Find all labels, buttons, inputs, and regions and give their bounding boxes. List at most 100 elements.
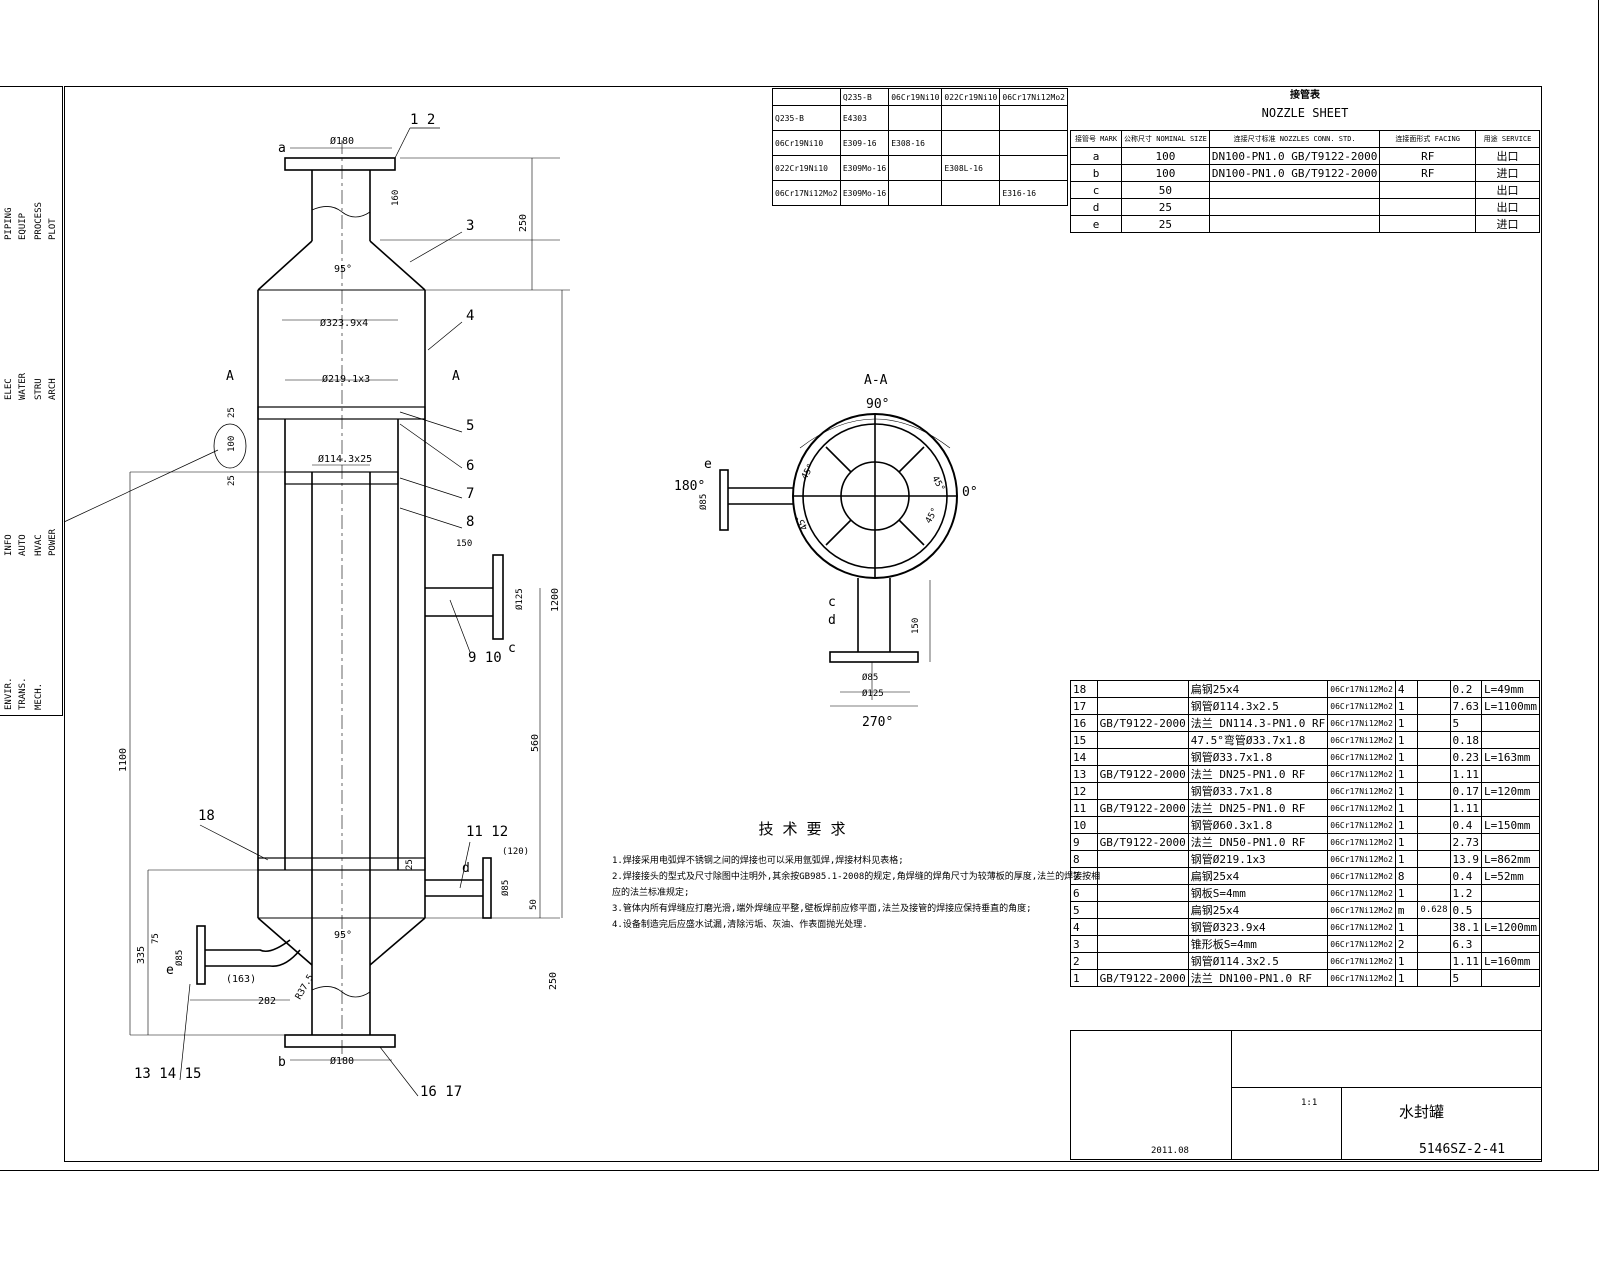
bom-weight: 1.11 [1449,799,1483,817]
scale-value: 1:1 [1301,1098,1318,1108]
label-d: d [462,861,470,876]
dim-h25b: 25 [227,475,237,486]
bom-remark: L=862mm [1481,850,1540,868]
weld-cell [941,180,1001,206]
section-0: 0° [962,485,978,500]
nozzle-service: 进口 [1475,215,1540,233]
bom-name: 扁钢25x4 [1187,680,1329,698]
section-45-d: 45° [924,506,941,525]
bom-no: 18 [1070,680,1098,698]
section-270: 270° [862,715,893,730]
tech-item: 4.设备制造完后应盛水试漏,清除污垢、灰油、作表面抛光处理. [612,920,868,930]
dim-h160: 160 [391,190,401,206]
dim-d120: (120) [502,847,529,857]
nozzle-service: 出口 [1475,181,1540,199]
dim-h250-top: 250 [518,214,529,232]
part-label-6: 6 [466,458,474,474]
tech-requirements: 技 术 要 求 1.焊接采用电弧焊不锈钢之间的焊接也可以采用氩弧焊,焊接材料见表… [612,818,1100,933]
bom-weight: 38.1 [1449,918,1483,936]
tech-item: 3.管体内所有焊缝应打磨光滑,端外焊缝应平整,壁板焊前应修平面,法兰及接管的焊接… [612,904,1032,914]
bom-std: GB/T9122-2000 [1096,799,1189,817]
section-label-d: d [828,613,836,628]
tech-title: 技 术 要 求 [758,820,846,838]
label-section-a-right: A [452,369,460,384]
section-label-c: c [828,595,836,610]
bom-name: 法兰 DN50-PN1.0 RF [1187,833,1329,851]
weld-cell [999,105,1068,131]
part-label-9-10: 9 10 [468,650,502,666]
part-label-13-14-15: 13 14 15 [134,1066,201,1082]
bom-weight: 1.11 [1449,765,1483,783]
dim-d180-bot: Ø180 [330,1055,354,1067]
weld-cell: E309Mo-16 [839,180,890,206]
main-vessel-view [63,127,570,1097]
bom-std: GB/T9122-2000 [1096,765,1189,783]
bom-weight: 1.11 [1449,952,1483,970]
section-dim-85: Ø85 [862,672,878,683]
bom-weight: 6.3 [1449,935,1483,953]
bom-qty: 1 [1394,748,1419,766]
weld-cell [941,105,1001,131]
nozzle-mark: d [1069,198,1123,216]
dim-d85-left: Ø85 [174,950,185,966]
weld-cell: E309Mo-16 [839,155,890,181]
section-label-e: e [704,457,712,472]
bom-remark [1481,969,1540,987]
dim-angle-bot: 95° [334,930,352,941]
label-e: e [166,963,174,978]
nozzle-std: DN100-PN1.0 GB/T9122-2000 [1208,164,1381,182]
bom-qty: m [1394,901,1419,919]
weld-cell [888,180,943,206]
label-c: c [508,641,516,656]
bom-material: 06Cr17Ni12Mo2 [1327,969,1396,987]
bom-remark: L=160mm [1481,952,1540,970]
dim-h335: 335 [136,946,147,964]
bom-std: GB/T9122-2000 [1096,833,1189,851]
section-90: 90° [866,397,889,412]
bom-remark: L=1100mm [1481,697,1540,715]
section-title: A-A [864,373,888,388]
section-dim-150: 150 [911,618,921,634]
bom-remark: L=163mm [1481,748,1540,766]
dim-h560: 560 [530,734,541,752]
dim-d125: Ø125 [514,588,525,610]
section-a-a-view [719,413,958,707]
part-label-18: 18 [198,808,215,824]
bom-std: GB/T9122-2000 [1096,969,1189,987]
discipline-strip [0,86,63,716]
section-dim-125: Ø125 [862,688,884,699]
dim-d85-right: Ø85 [500,880,511,896]
dim-angle-top: 95° [334,264,352,275]
part-label-5: 5 [466,418,474,434]
label-b: b [278,1055,286,1070]
dim-h150: 150 [456,539,472,549]
dim-h250-bot: 250 [548,972,559,990]
section-45-b: 45° [929,475,946,494]
bom-weight: 1.2 [1449,884,1483,902]
nozzle-sheet: 接管表 NOZZLE SHEET [1070,88,1540,122]
bom-qty: 1 [1394,816,1419,834]
sheet-border [0,0,1599,1171]
part-label-11-12: 11 12 [466,824,508,840]
drawing-name: 水封罐 [1399,1103,1445,1121]
bom-weight: 5 [1449,969,1483,987]
dim-d180-top: Ø180 [330,135,354,147]
nozzle-title-cn: 接管表 [1290,90,1320,101]
